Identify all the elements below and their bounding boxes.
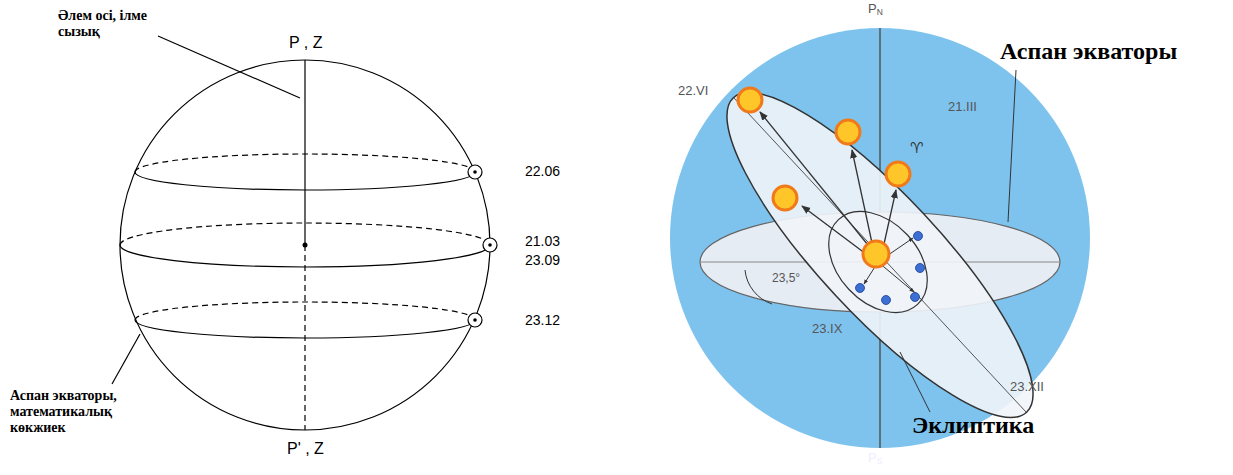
axis-caption: Әлем осі, ілме сызық xyxy=(58,8,158,40)
sun xyxy=(738,88,910,267)
pole-label: P , Z xyxy=(289,34,323,52)
sun-symbol xyxy=(468,165,497,327)
pole-label: PN xyxy=(868,2,883,18)
left-sphere xyxy=(112,36,490,430)
date-label: 22.VI xyxy=(678,84,708,99)
aries-symbol: ♈ xyxy=(910,140,923,157)
date-label: 23.XII xyxy=(1010,380,1044,395)
date-label: 23.IX xyxy=(812,322,842,337)
right-sphere xyxy=(670,28,1090,453)
pole-label: P' , Z xyxy=(287,440,324,458)
angle-label: 23,5° xyxy=(772,272,800,286)
pole-label: PS xyxy=(868,451,882,467)
equator-title: Аспан экваторы xyxy=(1000,38,1177,66)
date-label: 21.03 xyxy=(525,233,560,249)
date-label: 22.06 xyxy=(525,163,560,179)
equator-caption: Аспан экваторы, математикалық көкжиек xyxy=(10,388,140,436)
ecliptic-title: Эклиптика xyxy=(912,412,1034,440)
date-label: 23.12 xyxy=(525,312,560,328)
date-label: 23.09 xyxy=(525,252,560,268)
date-label: 21.III xyxy=(948,100,977,115)
